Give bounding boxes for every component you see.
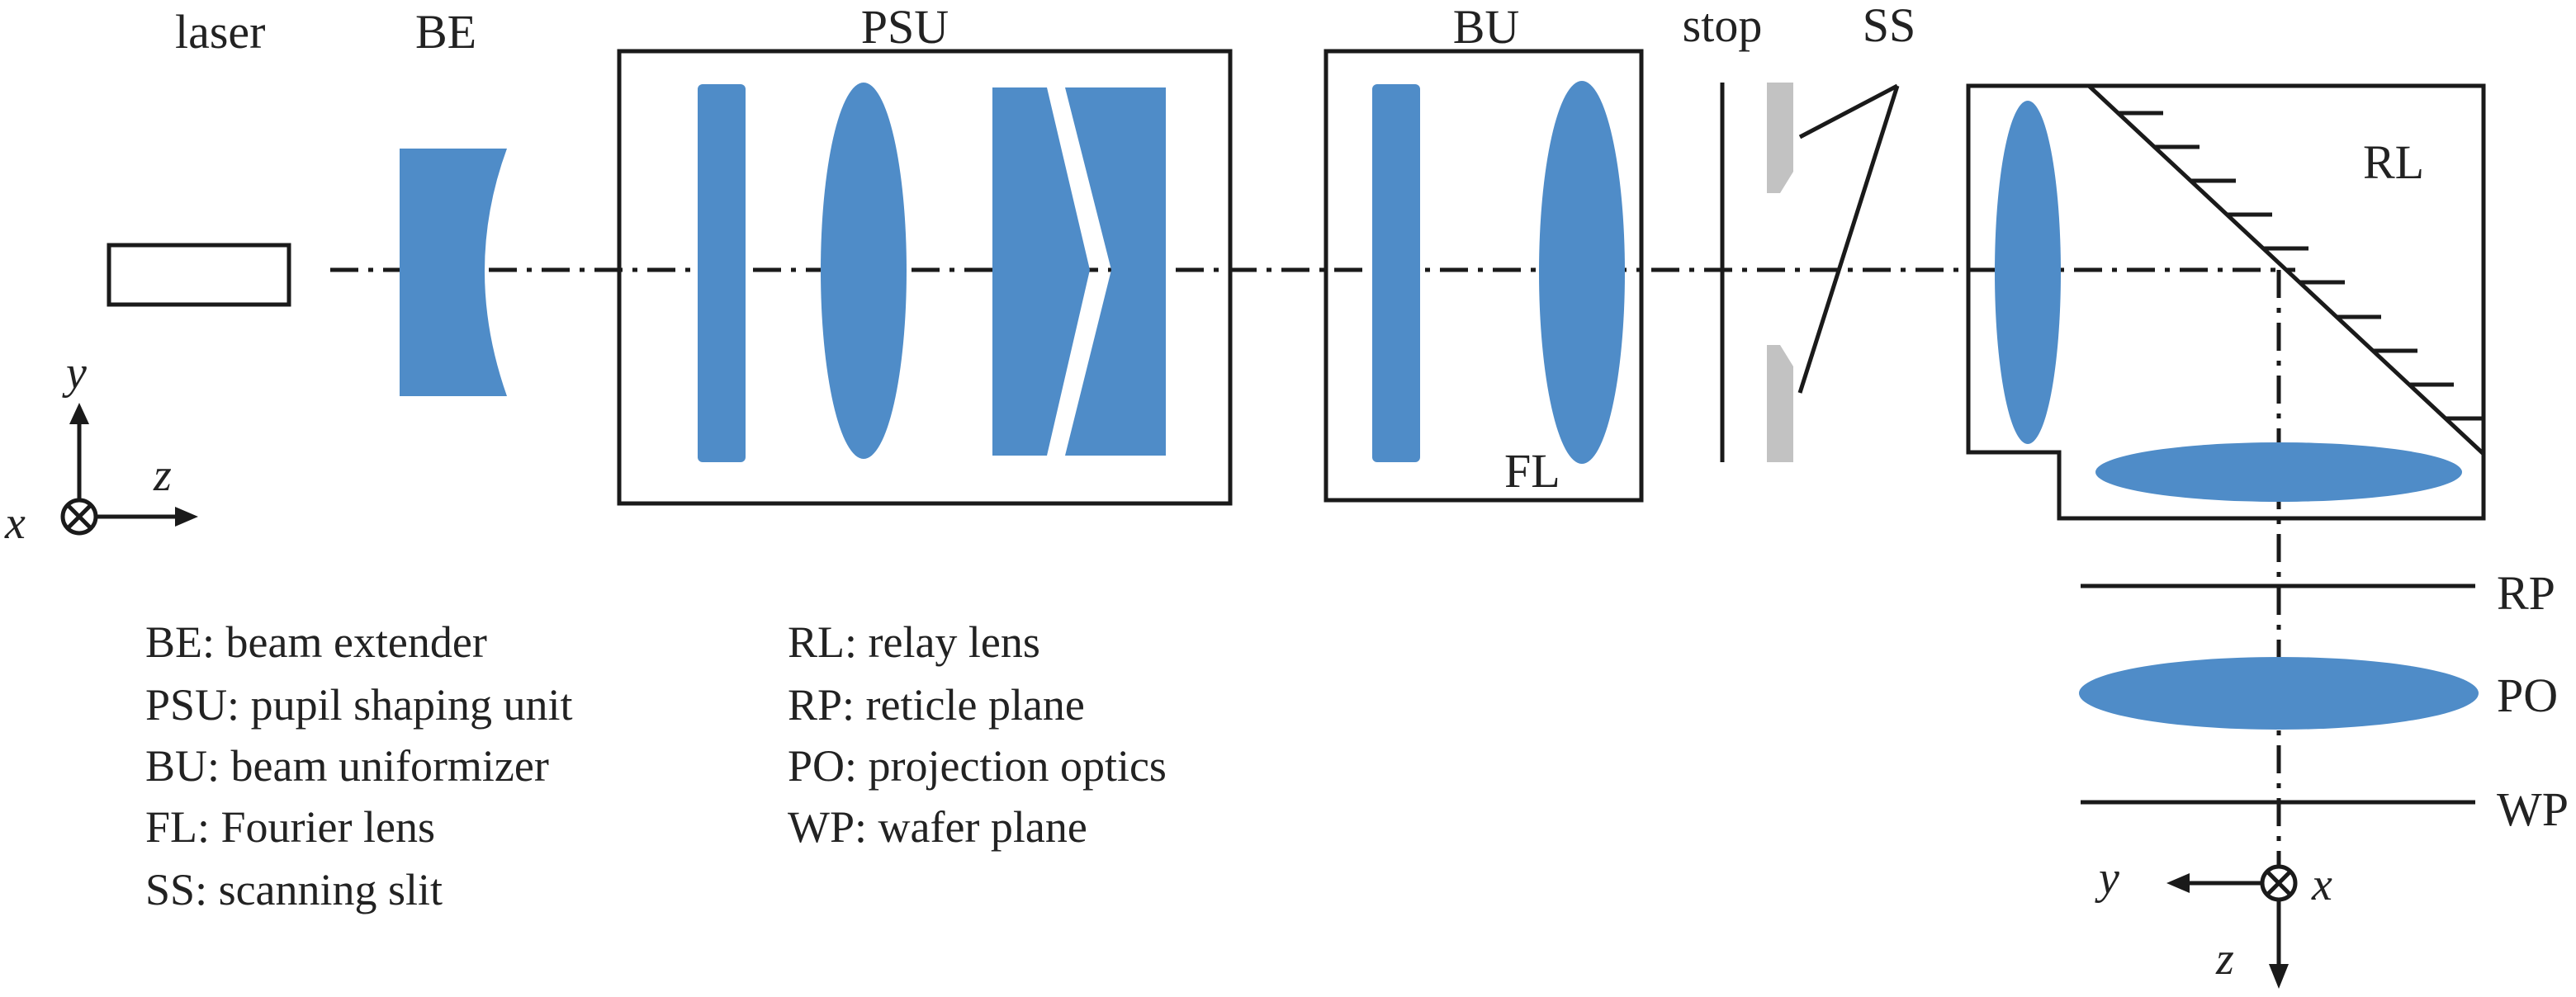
coordinate-axes-right xyxy=(2166,864,2298,989)
bu-plate-lens xyxy=(1372,84,1420,462)
left-axis-y-label: y xyxy=(62,347,87,399)
legend-item: BU: beam uniformizer xyxy=(145,741,549,791)
psu-axicon-left xyxy=(992,87,1090,456)
fourier-lens xyxy=(1539,81,1625,464)
rp-label: RP xyxy=(2497,566,2555,620)
rl-label: RL xyxy=(2363,135,2424,189)
legend-item: FL: Fourier lens xyxy=(145,802,435,852)
scanning-slit-lower-blade xyxy=(1767,345,1793,462)
fold-mirror xyxy=(2087,84,2485,456)
psu-label: PSU xyxy=(861,0,949,54)
legend-item: PO: projection optics xyxy=(788,741,1167,791)
psu-convex-lens xyxy=(821,83,907,459)
right-axis-y-label: y xyxy=(2095,853,2119,904)
legend-item: PSU: pupil shaping unit xyxy=(145,680,573,730)
left-axis-x-label: x xyxy=(4,498,26,549)
right-axis-z-label: z xyxy=(2215,933,2234,985)
fl-label: FL xyxy=(1504,444,1560,498)
beam-extender-lens xyxy=(400,149,507,396)
left-axis-z-label: z xyxy=(153,450,172,501)
relay-lens-horizontal xyxy=(2095,442,2462,502)
legend: BE: beam extender PSU: pupil shaping uni… xyxy=(145,617,1167,914)
coordinate-axes-left xyxy=(60,403,198,536)
ss-pointer-lower xyxy=(1797,85,1900,394)
po-label: PO xyxy=(2497,669,2558,722)
relay-lens-housing xyxy=(1966,83,2486,521)
legend-item: BE: beam extender xyxy=(145,617,487,667)
laser-source xyxy=(107,243,291,307)
psu-axicon-right xyxy=(1065,87,1166,456)
relay-lens-vertical xyxy=(1995,101,2061,444)
psu-box xyxy=(617,49,1233,506)
fold-mirror-hatching xyxy=(2119,111,2484,421)
right-axis-x-label: x xyxy=(2311,859,2332,910)
bu-label: BU xyxy=(1453,0,1520,54)
scanning-slit-upper-blade xyxy=(1767,83,1793,193)
be-label: BE xyxy=(415,5,476,59)
legend-item: WP: wafer plane xyxy=(788,802,1087,852)
projection-optics-lens xyxy=(2079,657,2479,730)
legend-item: SS: scanning slit xyxy=(145,865,443,914)
bu-box xyxy=(1324,49,1644,503)
psu-plate-lens xyxy=(698,84,746,462)
ss-label: SS xyxy=(1863,0,1916,52)
stop-label: stop xyxy=(1683,0,1763,52)
legend-item: RL: relay lens xyxy=(788,617,1040,667)
wp-label: WP xyxy=(2497,782,2569,836)
legend-item: RP: reticle plane xyxy=(788,680,1085,730)
laser-label: laser xyxy=(175,5,266,59)
ss-pointer-upper xyxy=(1798,83,1899,139)
